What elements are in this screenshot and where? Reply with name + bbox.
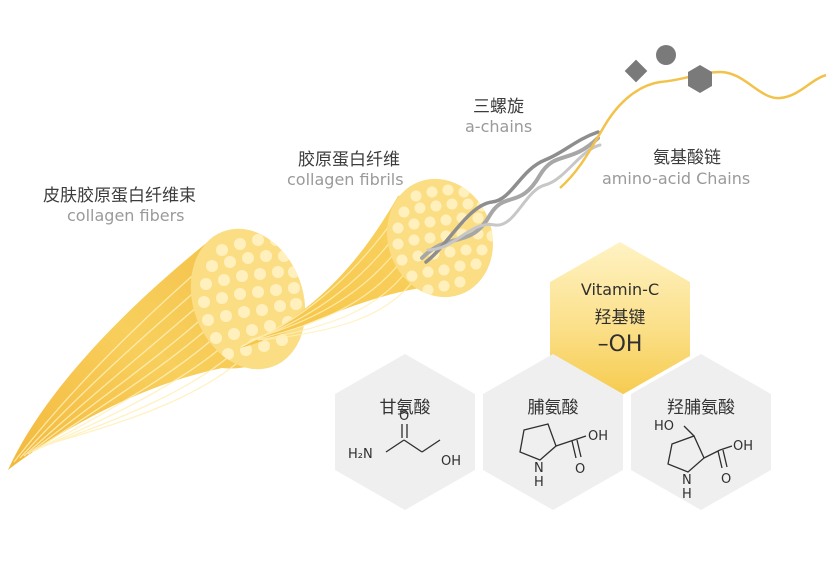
vitamin-c-hexagon: [550, 242, 690, 396]
vitamin-c-name: Vitamin-C: [580, 280, 660, 299]
collagen-fiber-bundle: [8, 228, 306, 470]
achains-cn-label: 三螺旋: [473, 97, 524, 117]
amino-acid-chain: [559, 45, 827, 189]
hydroxyproline-h: H: [682, 487, 692, 502]
glycine-hexagon: [335, 354, 475, 510]
amino-en-label: amino-acid Chains: [602, 169, 751, 188]
proline-structure: [519, 423, 587, 461]
vitamin-c-group: –OH: [597, 332, 643, 357]
fiber-cross-section-dots: [198, 234, 302, 360]
triple-helix: [420, 130, 602, 264]
fibers-cn-label: 皮肤胶原蛋白纤维束: [43, 186, 196, 206]
hydroxyproline-hexagon: [631, 354, 771, 510]
glycine-structure: [385, 424, 441, 453]
amino-diamond-shape: [624, 59, 648, 83]
amino-cn-label: 氨基酸链: [653, 148, 721, 168]
hydroxyproline-n: N: [682, 473, 692, 488]
proline-oh: OH: [588, 429, 608, 444]
glycine-oh: OH: [441, 454, 461, 469]
hydroxyproline-structure: [667, 425, 733, 473]
fibers-en-label: collagen fibers: [67, 206, 185, 225]
achains-en-label: a-chains: [465, 117, 533, 136]
hydroxyproline-o: O: [721, 472, 731, 487]
amino-hexagon-shape: [688, 65, 712, 93]
collagen-fibril-bundle: [240, 178, 498, 348]
hydroxyproline-title: 羟脯氨酸: [667, 398, 735, 418]
proline-hexagon: [483, 354, 623, 510]
proline-title: 脯氨酸: [527, 398, 579, 418]
fibrils-en-label: collagen fibrils: [287, 170, 404, 189]
fibrils-cn-label: 胶原蛋白纤维: [298, 150, 400, 170]
hydroxyproline-oh: OH: [733, 439, 753, 454]
proline-o: O: [575, 462, 585, 477]
glycine-title: 甘氨酸: [379, 398, 431, 418]
proline-n: N: [534, 461, 544, 476]
amino-circle-shape: [656, 45, 676, 65]
glycine-h2n: H₂N: [348, 447, 373, 462]
hydroxyproline-ho: HO: [654, 419, 674, 434]
glycine-o: O: [399, 409, 409, 424]
proline-h: H: [534, 475, 544, 490]
vitamin-c-bond: 羟基键: [594, 308, 646, 328]
